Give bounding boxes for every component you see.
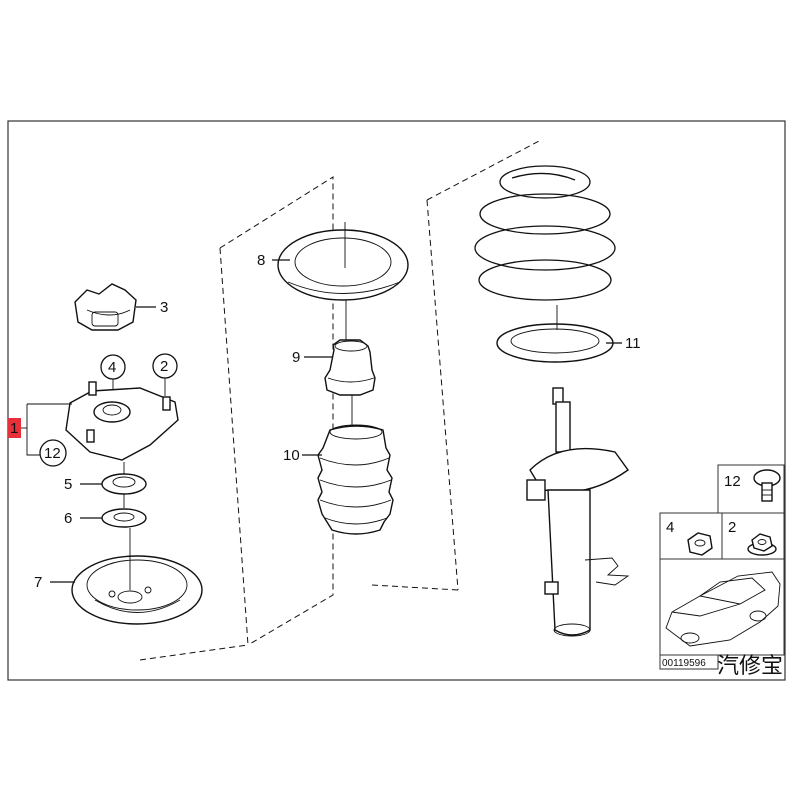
diagram-code: 00119596 [662,658,706,669]
strut-assembly [526,387,630,637]
callout-3: 3 [160,299,168,316]
dust-boot-part [317,424,394,535]
bearing-part [101,473,147,495]
group-outline-middle [371,139,542,591]
top-cap-part [74,283,137,331]
legend-label-4: 4 [666,519,674,536]
bracket-1 [26,404,40,456]
upper-spring-pad [277,229,409,301]
car-location-icon [665,571,781,647]
legend-cell-car [659,558,785,656]
legend-label-2: 2 [728,519,736,536]
callout-6: 6 [64,510,72,527]
callout-8: 8 [257,252,265,269]
callout-4: 4 [108,359,116,376]
legend-code-box [659,654,719,670]
strut-mount-plate [65,381,179,461]
callout-12-circle [39,439,67,467]
bolt-icon [753,469,781,502]
callout-5: 5 [64,476,72,493]
spring-seat-part [71,555,203,625]
watermark-text: 汽修宝 [717,654,783,679]
legend-label-12: 12 [724,473,741,490]
callout-1-highlight [8,418,21,438]
hardware-legend: 12 4 2 00119596 [659,464,785,670]
diagram-frame [7,120,786,681]
callout-1: 1 [10,420,18,437]
callout-9: 9 [292,349,300,366]
flange-nut-icon [747,533,777,556]
bump-stop-part [324,339,376,396]
callout-12: 12 [44,445,61,462]
callout-2: 2 [160,358,168,375]
coil-spring [474,165,616,301]
callout-10: 10 [283,447,300,464]
callout-7: 7 [34,574,42,591]
washer-part [101,508,147,528]
nut-icon [687,532,713,556]
callout-11: 11 [625,335,641,352]
lower-spring-pad [496,323,614,363]
